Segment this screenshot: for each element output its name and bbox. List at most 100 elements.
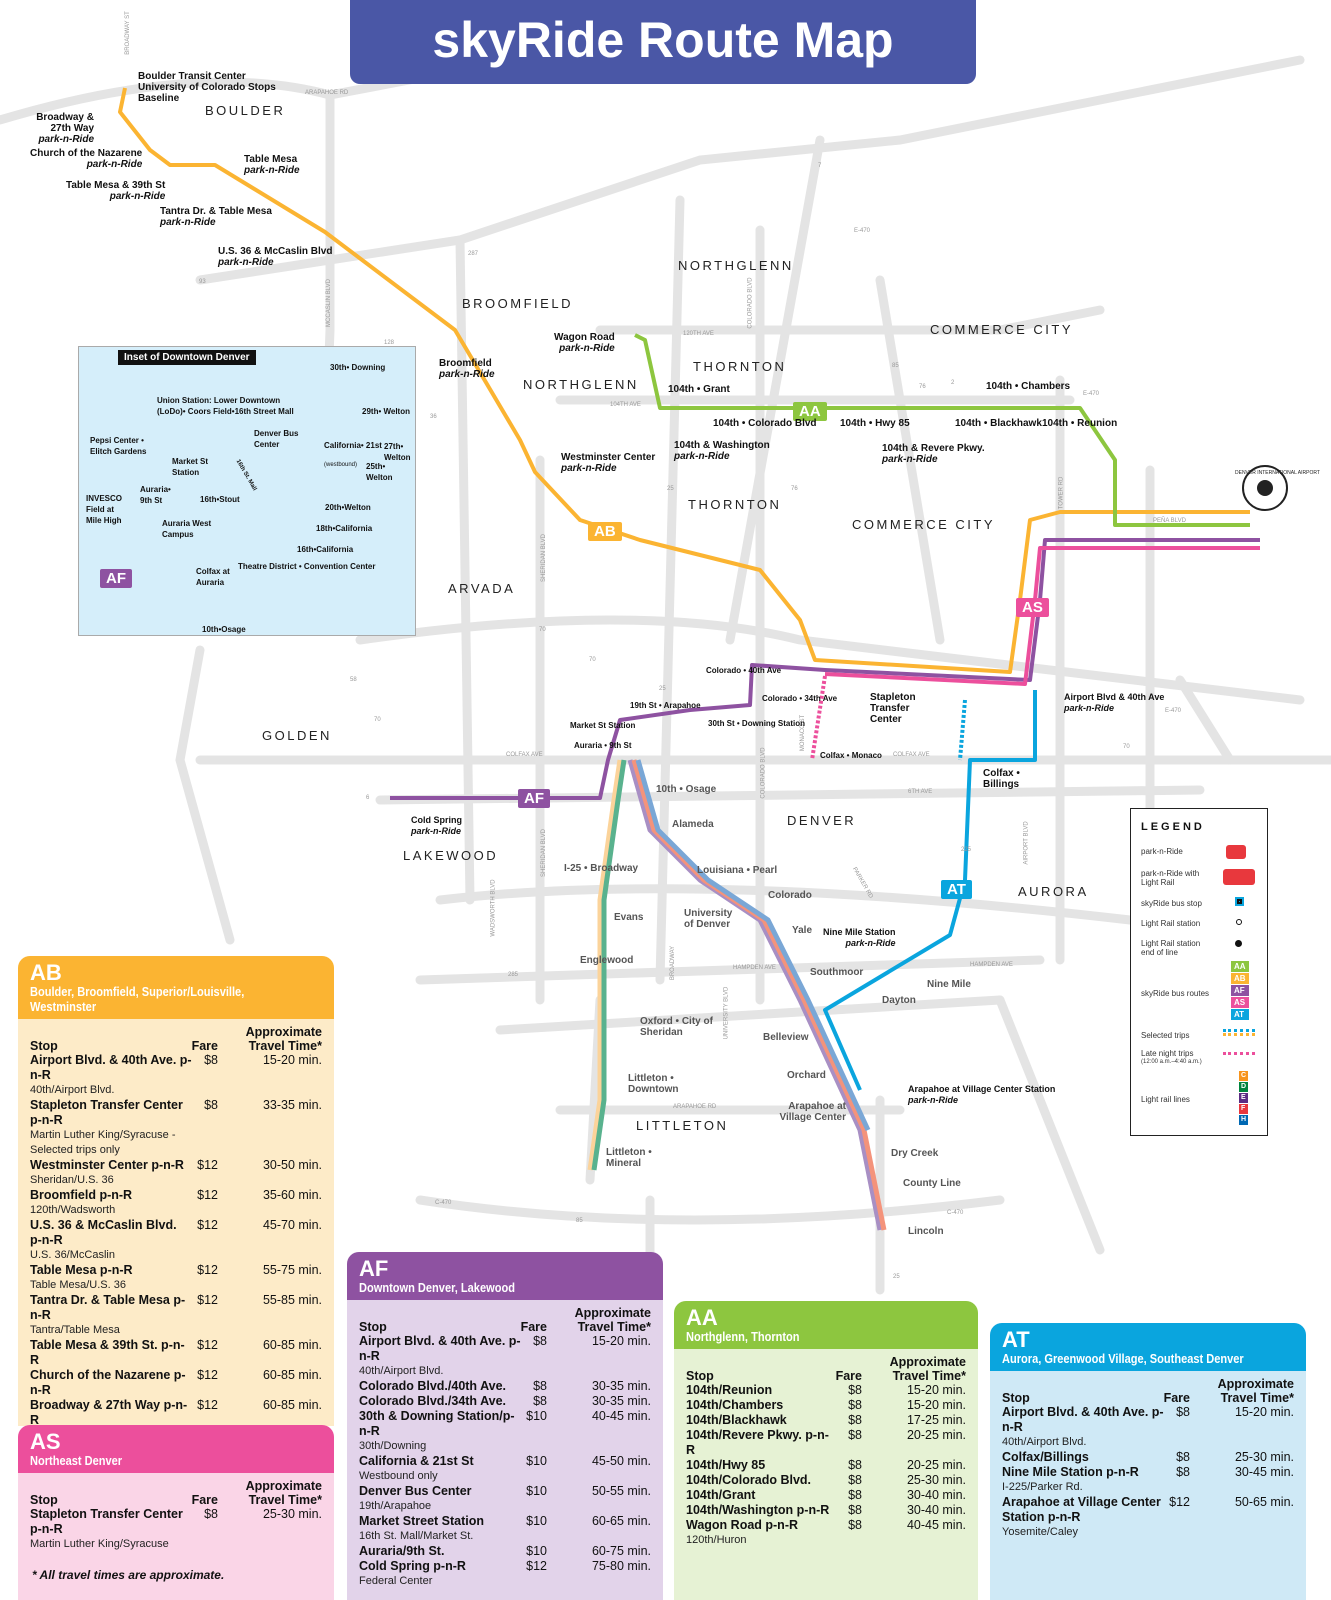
stop-location: Westbound only [359, 1470, 438, 1482]
stop-label[interactable]: Nine Mile [927, 979, 971, 990]
panel-code: AT [1002, 1327, 1030, 1352]
route-badge-af[interactable]: AF [518, 789, 550, 808]
legend-item: skyRide bus routes [1141, 989, 1210, 998]
stop-location: Sheridan/U.S. 36 [30, 1174, 114, 1186]
inset-label: Colfax at Auraria [196, 567, 230, 587]
inset-route-badge-af[interactable]: AF [100, 569, 132, 588]
stop-label[interactable]: 104th • Hwy 85 [840, 418, 910, 429]
stop-label[interactable]: Colfax • Monaco [820, 751, 882, 760]
stop-label[interactable]: Arapahoe at Village Center [779, 1101, 846, 1123]
stop-label[interactable]: Evans [614, 912, 644, 923]
stop-label[interactable]: Littleton • Downtown [628, 1073, 679, 1095]
stop-label[interactable]: Alameda [672, 819, 714, 830]
stop-name: 104th/Revere Pkwy. p-n-R [686, 1428, 829, 1457]
fare: $10 [526, 1544, 547, 1558]
stop-label[interactable]: I-25 • Broadway [564, 863, 639, 874]
panel-subtitle: Northeast Denver [30, 1453, 123, 1468]
stop-label[interactable]: 104th • Reunion [1042, 418, 1118, 429]
city-label: NORTHGLENN [678, 258, 794, 273]
table-row: Arapahoe at Village Center Station p-n-R… [1002, 1495, 1294, 1540]
stop-label[interactable]: Dry Creek [891, 1148, 939, 1159]
route-badge-aa[interactable]: AA [793, 402, 827, 421]
stop-label[interactable]: 104th • Chambers [986, 381, 1071, 392]
panel-subtitle: Boulder, Broomfield, Superior/Louisville… [30, 984, 245, 1014]
stop-label[interactable]: Colorado • 34th Ave [762, 694, 838, 703]
stop-label[interactable]: 104th • Blackhawk [955, 418, 1042, 429]
stop-label[interactable]: County Line [903, 1178, 961, 1189]
legend-item: Light Rail station end of line [1141, 939, 1201, 957]
stop-label[interactable]: Yale [792, 925, 813, 936]
stop-label[interactable]: 104th • Colorado Blvd [713, 418, 817, 429]
city-label: COMMERCE CITY [930, 322, 1073, 337]
stop-label[interactable]: Englewood [580, 955, 634, 966]
highway-shield: 25 [893, 1274, 900, 1280]
travel-time: 30-40 min. [906, 1488, 966, 1502]
route-badge-as[interactable]: AS [1016, 598, 1049, 617]
fare: $8 [848, 1398, 862, 1412]
road-label: COLFAX AVE [893, 752, 930, 758]
legend-item: park-n-Ride with Light Rail [1141, 869, 1200, 887]
stop-label[interactable]: Colorado [768, 890, 812, 901]
stop-label[interactable]: Orchard [787, 1070, 826, 1081]
stop-label[interactable]: Oxford • City of Sheridan [640, 1016, 713, 1038]
stop-name: U.S. 36 & McCaslin Blvd. p-n-R [30, 1218, 177, 1247]
stop-label[interactable]: Auraria • 9th St [574, 741, 632, 750]
legend-item: Late night trips [1141, 1049, 1194, 1058]
stop-label[interactable]: 10th • Osage [656, 784, 717, 795]
stop-name: 104th/Colorado Blvd. [686, 1473, 812, 1487]
bus-stop-icon [1235, 897, 1244, 906]
stop-label[interactable]: Colorado • 40th Ave [706, 666, 782, 675]
stop-label[interactable]: 30th St • Downing Station [708, 719, 806, 728]
panel-code: AA [686, 1305, 718, 1330]
stop-label[interactable]: 19th St • Arapahoe [630, 701, 701, 710]
route-badge-at[interactable]: AT [941, 880, 972, 899]
stop-label[interactable]: Southmoor [810, 967, 864, 978]
road-label: ARAPAHOE RD [305, 90, 349, 96]
stop-label[interactable]: Colfax • Billings [983, 768, 1020, 790]
fare: $10 [526, 1409, 547, 1423]
stop-label[interactable]: Louisiana • Pearl [697, 865, 778, 876]
stop-label[interactable]: Stapleton Transfer Center [870, 692, 916, 725]
city-label: COMMERCE CITY [852, 517, 995, 532]
fare: $12 [197, 1158, 218, 1172]
light-rail-line-c [587, 759, 623, 1171]
stop-label[interactable]: 104th & Revere Pkwy.park-n-Ride [882, 443, 985, 465]
travel-time: 25-30 min. [906, 1473, 966, 1487]
stop-label[interactable]: Lincoln [908, 1226, 944, 1237]
stop-label[interactable]: Dayton [882, 995, 916, 1006]
stop-location: Martin Luther King/Syracuse [30, 1538, 169, 1550]
fare: $8 [848, 1383, 862, 1397]
stop-label[interactable]: University of Denver [684, 908, 733, 930]
stop-label[interactable]: Littleton • Mineral [606, 1147, 652, 1169]
road-label: COLORADO BLVD [747, 277, 754, 329]
route-badge-ab[interactable]: AB [588, 522, 622, 541]
fare: $12 [526, 1559, 547, 1573]
stop-label[interactable]: Belleview [763, 1032, 809, 1043]
stop-name: Airport Blvd. & 40th Ave. p-n-R [30, 1053, 192, 1082]
stop-label[interactable]: Market St Station [570, 721, 636, 730]
stop-label[interactable]: 104th • Grant [668, 384, 730, 395]
page-title: skyRide Route Map [350, 0, 976, 84]
